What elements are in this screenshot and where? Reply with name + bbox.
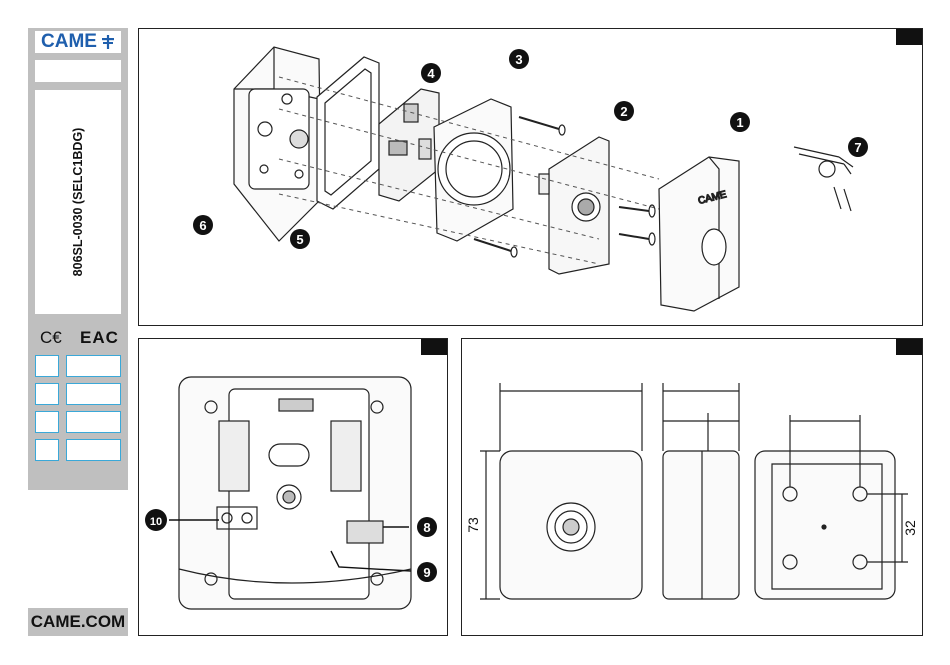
callout-3: 3 [515,52,522,67]
came-logo: CAME [35,31,121,53]
logo-text: CAME [41,31,97,53]
language-cell [66,411,121,433]
height-dimension: 73 [465,517,481,533]
exploded-view-drawing: CAME 1 2 3 4 5 6 [139,29,923,326]
language-row [35,383,121,405]
language-cell [35,411,59,433]
blank-field [35,60,121,82]
ce-mark: C€ [40,328,62,348]
callout-5: 5 [296,232,303,247]
doc-code-box: 806SL-0030 (SELC1BDG) [35,90,121,314]
board-panel: 8 9 10 [138,338,448,636]
callout-1: 1 [736,115,743,130]
sidebar-panel: CAME 806SL-0030 (SELC1BDG) C€ EAC [28,28,128,490]
board-drawing: 8 9 10 [139,339,448,636]
dimensions-panel: 73 32 [461,338,923,636]
eac-mark: EAC [80,328,119,348]
callout-10: 10 [150,516,162,528]
hole-spacing-dimension: 32 [902,520,918,536]
language-cell [35,383,59,405]
callout-4: 4 [427,66,435,81]
callout-2: 2 [620,104,627,119]
language-cell [66,355,121,377]
language-row [35,411,121,433]
language-cell [35,355,59,377]
language-row [35,355,121,377]
callout-7: 7 [854,140,861,155]
exploded-view-panel: CAME 1 2 3 4 5 6 [138,28,923,326]
language-row [35,439,121,461]
language-cell [35,439,59,461]
sidebar: CAME 806SL-0030 (SELC1BDG) C€ EAC [28,28,128,636]
callout-6: 6 [199,218,206,233]
website-footer: CAME.COM [28,608,128,636]
logo-mark-icon [101,35,115,49]
language-cell [66,439,121,461]
callout-9: 9 [423,565,430,580]
language-cell [66,383,121,405]
callout-8: 8 [423,520,430,535]
dimensions-drawing: 73 32 [462,339,923,636]
doc-code: 806SL-0030 (SELC1BDG) [71,128,85,277]
